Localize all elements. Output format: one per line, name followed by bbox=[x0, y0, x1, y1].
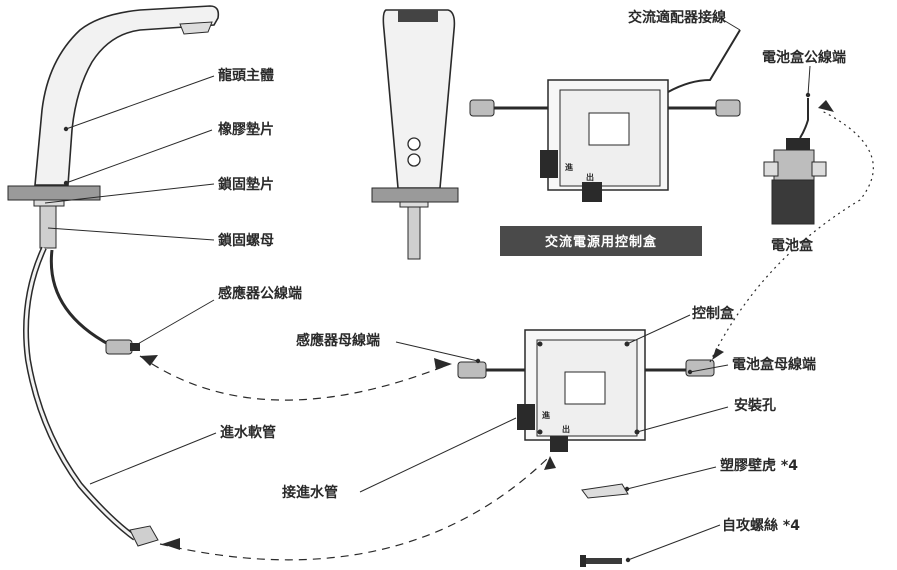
sensor-male-connector bbox=[105, 339, 140, 355]
inlet-hose-path bbox=[159, 457, 549, 561]
ac-banner-label: 交流電源用控制盒 bbox=[545, 234, 657, 250]
control-box-vent bbox=[564, 371, 606, 405]
label-sensor-male: 感應器公線端 bbox=[218, 285, 302, 302]
sensor-female-connector bbox=[457, 361, 487, 379]
label-battery-female: 電池盒母線端 bbox=[732, 356, 816, 373]
arrow-hose bbox=[162, 538, 180, 550]
labels: 龍頭主體 橡膠墊片 鎖固墊片 鎖固螺母 感應器公線端 進水軟管 交流適配器接線 … bbox=[218, 9, 846, 534]
label-inlet-connect: 接進水管 bbox=[282, 484, 338, 501]
arrow-sensor-male bbox=[140, 355, 158, 366]
battery-wire-path bbox=[709, 109, 874, 363]
faucet-assembly bbox=[7, 5, 220, 547]
label-lock-nut: 鎖固螺母 bbox=[218, 232, 274, 249]
arrow-battery-female bbox=[712, 348, 724, 360]
battery-box-part bbox=[763, 92, 827, 225]
ac-adapter-cable bbox=[667, 29, 741, 93]
faucet-body bbox=[34, 5, 220, 186]
sensor-cable bbox=[49, 249, 111, 347]
countertop-front bbox=[371, 187, 459, 203]
sensor-wire-path bbox=[139, 355, 451, 401]
hose-fitting bbox=[129, 525, 159, 547]
lock-nut-part bbox=[39, 205, 57, 249]
label-control-box: 控制盒 bbox=[692, 305, 735, 322]
sensor-eye-bottom bbox=[407, 153, 421, 167]
arrow-inlet bbox=[544, 456, 556, 470]
ac-box-left-connector bbox=[469, 99, 495, 117]
ac-box-outlet-mark: 出 bbox=[586, 172, 594, 182]
ac-control-box: 進 出 bbox=[469, 29, 741, 202]
arrow-sensor-female bbox=[434, 358, 452, 370]
inlet-hose-inner bbox=[24, 247, 136, 540]
label-mount-hole: 安裝孔 bbox=[734, 397, 776, 414]
label-inlet-hose: 進水軟管 bbox=[220, 424, 276, 441]
mount-hole-bottom-left bbox=[537, 429, 543, 435]
ac-banner: 交流電源用控制盒 bbox=[500, 226, 702, 256]
faucet-spout-tip bbox=[179, 21, 213, 35]
main-control-box: 進 出 bbox=[457, 329, 715, 452]
arrow-battery-male bbox=[818, 100, 834, 112]
label-battery-male: 電池盒公線端 bbox=[762, 49, 846, 66]
ac-box-inlet-mark: 進 bbox=[565, 162, 573, 172]
control-box-inlet-mark: 進 bbox=[542, 410, 550, 420]
ac-box-vent bbox=[588, 112, 630, 146]
self-tapping-screw-part bbox=[580, 555, 631, 567]
sensor-eye-top bbox=[407, 137, 421, 151]
label-anchor: 塑膠壁虎 *4 bbox=[720, 457, 798, 474]
label-battery-box: 電池盒 bbox=[771, 237, 814, 254]
label-lock-gasket: 鎖固墊片 bbox=[218, 176, 274, 193]
arrowheads bbox=[140, 100, 834, 550]
faucet-front-view bbox=[371, 9, 459, 260]
ac-box-right-connector bbox=[715, 99, 741, 117]
label-sensor-female: 感應器母線端 bbox=[296, 332, 380, 349]
wall-anchor-part bbox=[581, 483, 630, 499]
label-rubber-gasket: 橡膠墊片 bbox=[218, 121, 274, 138]
label-ac-adapter-wire: 交流適配器接線 bbox=[628, 9, 726, 26]
label-screw: 自攻螺絲 *4 bbox=[722, 517, 800, 534]
label-faucet-body: 龍頭主體 bbox=[218, 67, 274, 84]
control-box-outlet-mark: 出 bbox=[562, 424, 570, 434]
connection-paths bbox=[139, 355, 549, 561]
mount-hole-top-left bbox=[537, 341, 543, 347]
inlet-hose bbox=[23, 246, 137, 541]
leader-lines bbox=[44, 17, 811, 561]
